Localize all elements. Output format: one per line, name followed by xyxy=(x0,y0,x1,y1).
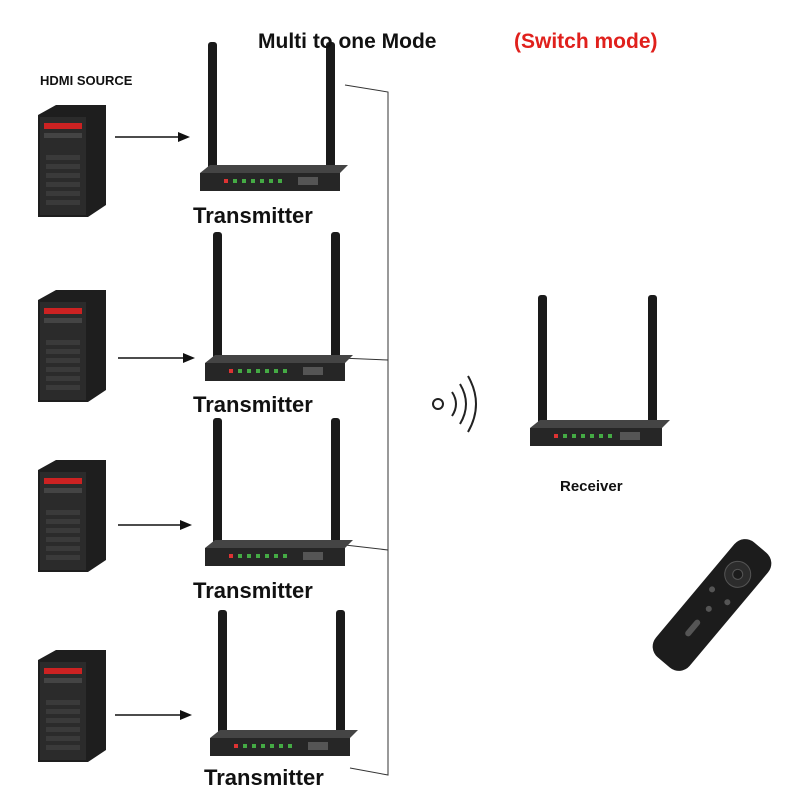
hdmi-source-label: HDMI SOURCE xyxy=(40,73,133,88)
antenna xyxy=(538,295,547,424)
transmitter-device-2 xyxy=(205,232,353,381)
antenna xyxy=(648,295,657,424)
transmitter-label-4: Transmitter xyxy=(204,765,324,790)
antenna xyxy=(331,418,340,544)
page-title: Multi to one Mode xyxy=(258,30,437,53)
receiver-device xyxy=(530,295,670,446)
hdmi-source-pc-2 xyxy=(38,290,106,402)
remote-control xyxy=(652,539,772,671)
bracket-line xyxy=(339,84,389,776)
antenna xyxy=(213,232,222,359)
wireless-signal-icon xyxy=(432,375,477,433)
transmitter-label-2: Transmitter xyxy=(193,392,313,417)
signal-arrow-2 xyxy=(118,353,195,363)
transmitter-label-1: Transmitter xyxy=(193,203,313,228)
antenna xyxy=(336,610,345,734)
antenna xyxy=(208,42,217,169)
antenna xyxy=(331,232,340,359)
hdmi-source-pc-4 xyxy=(38,650,106,762)
signal-arrow-4 xyxy=(115,710,192,720)
antenna xyxy=(213,418,222,544)
signal-arrow-3 xyxy=(118,520,192,530)
antenna xyxy=(326,42,335,169)
antenna xyxy=(218,610,227,734)
mode-subtitle: (Switch mode) xyxy=(514,30,658,53)
transmitter-device-4 xyxy=(210,610,358,756)
receiver-label: Receiver xyxy=(560,478,623,495)
hdmi-source-pc-3 xyxy=(38,460,106,572)
transmitter-device-1 xyxy=(200,42,348,191)
transmitter-device-3 xyxy=(205,418,353,566)
signal-arrow-1 xyxy=(115,132,190,142)
hdmi-source-pc-1 xyxy=(38,105,106,217)
transmitter-label-3: Transmitter xyxy=(193,578,313,603)
